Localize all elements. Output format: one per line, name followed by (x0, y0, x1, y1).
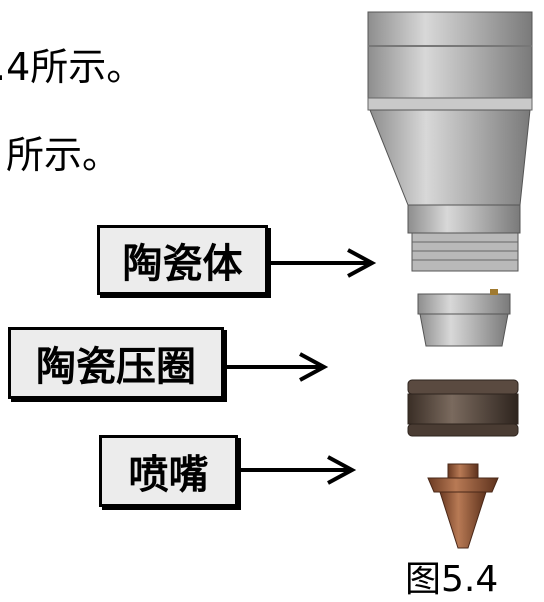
nut-part (407, 379, 519, 437)
body-text-line-1: .4所示。 (0, 45, 145, 89)
body-text-line-2: 所示。 (6, 133, 121, 177)
label-ceramic-ring: 陶瓷压圈 (8, 327, 224, 399)
arrow-ceramic-ring (224, 352, 329, 382)
nozzle-part (427, 463, 499, 549)
label-ceramic-body: 陶瓷体 (97, 225, 268, 295)
figure-caption: 图5.4 (405, 559, 499, 600)
arrow-nozzle (238, 455, 357, 485)
arrow-ceramic-body (268, 248, 377, 278)
ceramic-ring-part (417, 289, 511, 347)
label-nozzle: 喷嘴 (99, 435, 238, 507)
ceramic-body-part (367, 11, 533, 272)
